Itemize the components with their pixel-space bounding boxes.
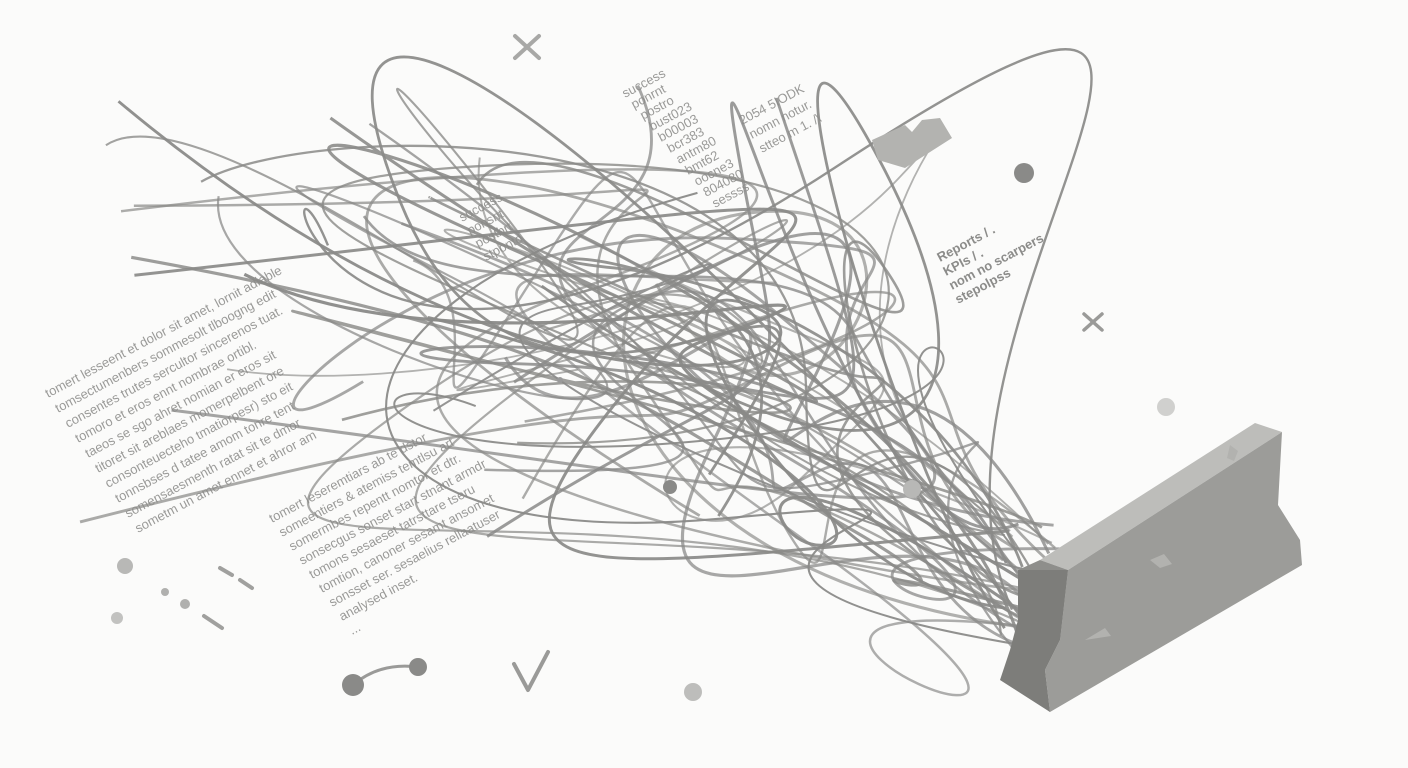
dot [1014,163,1034,183]
tangled-line [134,207,1010,561]
dot [557,377,563,383]
tangled-line [217,185,1028,582]
cross-mark-top [513,34,541,60]
barrier-side [1045,432,1302,712]
barrier-end [1000,570,1068,712]
broken-shape [872,118,952,168]
tangled-line [120,168,1034,593]
concrete-barrier [1000,423,1302,712]
connector-mark [342,658,427,696]
dots [111,163,1175,701]
tangled-line [385,191,1023,647]
tangled-line [419,97,1008,564]
tangled-line [557,84,1060,601]
paragraph-text: ... [346,619,363,637]
tangled-line [456,294,1049,545]
dash-marks [202,566,254,630]
dot [117,558,133,574]
tangled-lines [79,48,1093,697]
tangled-line [130,255,1027,611]
dot [663,480,677,494]
tangled-line [427,316,1035,623]
tangled-line [540,81,1006,629]
tangled-line [475,160,1038,601]
tangled-line [368,122,1015,651]
tangled-line [443,157,1014,538]
tangled-line [428,196,1043,630]
tangled-line [513,232,1051,555]
dot [161,588,169,596]
tangled-line [105,87,1005,537]
dot [180,599,190,609]
tangled-line [365,175,1047,560]
cross-mark-right [1082,312,1104,332]
barrier-top [1040,423,1282,570]
tangled-line [432,263,1057,577]
check-mark [512,650,550,692]
tangled-line [321,162,1002,636]
tangled-line [306,293,1036,630]
dot [1157,398,1175,416]
dot [111,612,123,624]
dot [903,480,921,498]
dot [684,683,702,701]
tangled-line [515,272,1041,697]
tangled-line [292,236,1005,562]
tangled-line [414,219,1034,593]
